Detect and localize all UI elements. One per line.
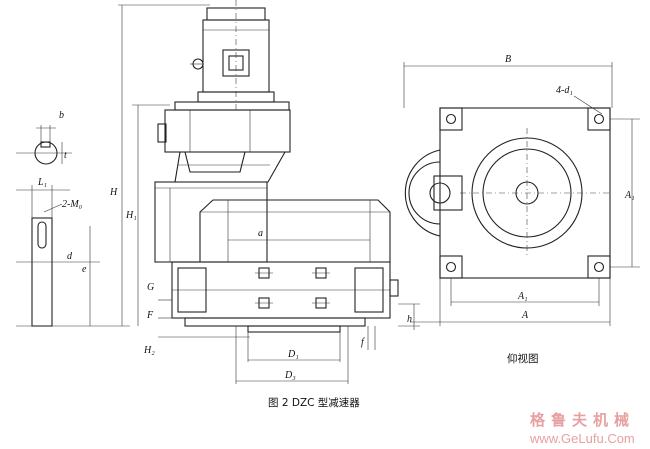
dim-t: t [64,150,67,161]
watermark-url: www.GeLufu.Com [529,431,635,446]
dim-h: h [407,314,412,325]
dim-D1: D₁ [287,349,299,360]
dim-a: a [258,228,263,239]
dim-B: B [505,54,511,65]
shaft-section-detail: b t [16,110,72,165]
dim-4-d1: 4-d₁ [556,85,573,96]
dim-d: d [67,251,73,262]
shaft-side-detail: L₁ 2-M₀ d e [16,177,130,327]
dim-L1: L₁ [37,177,47,188]
dim-H2: H₂ [143,345,155,356]
dim-H: H [109,187,118,198]
dim-f: f [361,337,365,348]
dim-F: F [146,310,154,321]
bottom-view: B 4-d₁ A₁ A₁ A 仰视图 [403,54,640,365]
figure-caption: 图 2 DZC 型减速器 [268,396,360,409]
front-view: H H₁ a [109,0,420,384]
dim-D3: D₃ [284,370,296,381]
dim-A1-vertical: A₁ [624,190,635,201]
dim-b: b [59,110,64,121]
watermark-brand: 格鲁夫机械 [530,411,635,429]
dim-e: e [82,264,87,275]
dim-2-M0: 2-M₀ [62,199,83,210]
dim-H1: H₁ [125,210,137,221]
dim-G: G [147,282,154,293]
bottom-view-label: 仰视图 [507,352,539,365]
dim-A: A [521,310,529,321]
dim-A1: A₁ [517,291,528,302]
